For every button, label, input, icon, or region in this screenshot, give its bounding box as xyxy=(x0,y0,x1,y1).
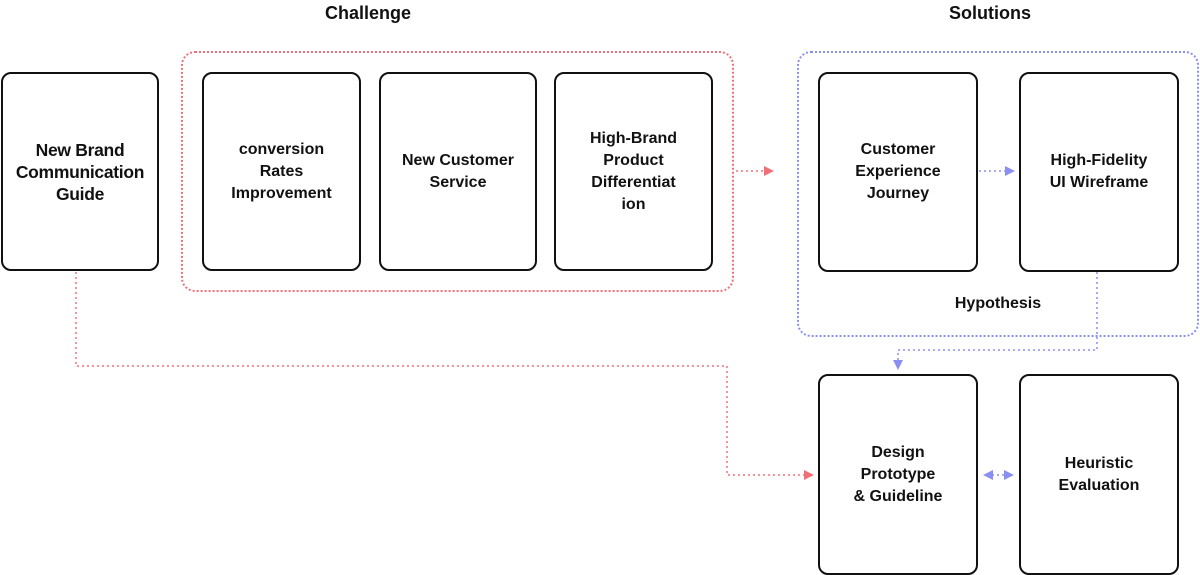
connector-wireframe-to-prototype xyxy=(897,272,1098,360)
node-brand-product-label: High-Brand Product Differentiat ion xyxy=(589,129,678,213)
node-wireframe-label: High-Fidelity UI Wireframe xyxy=(1049,152,1149,191)
challenge-heading: Challenge xyxy=(324,3,412,23)
arrowhead-left xyxy=(983,470,993,480)
solutions-heading: Solutions xyxy=(949,3,1031,23)
node-heuristic[interactable]: Heuristic Evaluation xyxy=(1019,374,1179,575)
node-heuristic-label: Heuristic Evaluation xyxy=(1058,454,1140,494)
arrowhead-right xyxy=(1004,470,1014,480)
hypothesis-group xyxy=(797,51,1199,337)
hypothesis-label: Hypothesis xyxy=(954,295,1042,312)
node-wireframe[interactable]: High-Fidelity UI Wireframe xyxy=(1019,72,1179,272)
node-journey[interactable]: Customer Experience Journey xyxy=(818,72,978,272)
node-brand-guide-label: New Brand Communication Guide xyxy=(15,139,145,204)
arrowhead-solutions xyxy=(764,166,774,176)
node-brand-guide[interactable]: New Brand Communication Guide xyxy=(1,72,159,271)
node-brand-product[interactable]: High-Brand Product Differentiat ion xyxy=(554,72,713,271)
node-journey-label: Customer Experience Journey xyxy=(855,141,941,202)
node-conversion-label: conversion Rates Improvement xyxy=(231,140,332,202)
node-prototype[interactable]: Design Prototype & Guideline xyxy=(818,374,978,575)
connector-brand-to-prototype xyxy=(75,272,806,476)
arrowhead-prototype-top xyxy=(893,360,903,370)
arrowhead-wireframe xyxy=(1005,166,1015,176)
node-customer-service[interactable]: New Customer Service xyxy=(379,72,537,271)
node-customer-service-label: New Customer Service xyxy=(401,151,515,191)
node-prototype-label: Design Prototype & Guideline xyxy=(853,443,943,505)
arrowhead-prototype xyxy=(804,470,814,480)
challenge-group xyxy=(181,51,734,292)
node-conversion[interactable]: conversion Rates Improvement xyxy=(202,72,361,271)
